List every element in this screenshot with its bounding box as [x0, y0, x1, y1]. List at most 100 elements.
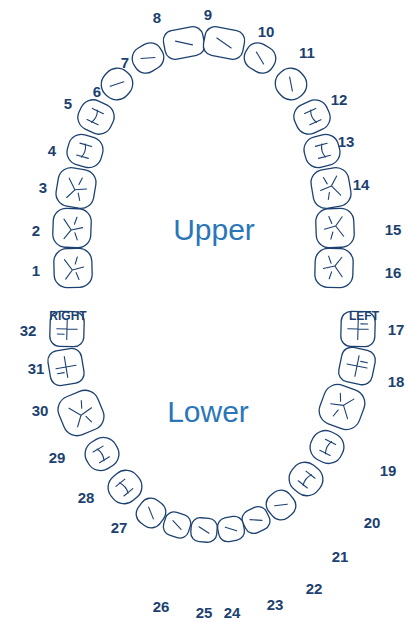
tooth-number: 7: [121, 55, 129, 70]
tooth-number: 2: [32, 223, 40, 238]
tooth-groove: [68, 398, 96, 428]
tooth-crown: [240, 38, 281, 77]
tooth-outline: [190, 517, 218, 543]
tooth-outline: [315, 248, 354, 288]
tooth-number: 5: [64, 96, 72, 111]
tooth-number: 13: [338, 134, 355, 149]
tooth-groove: [64, 257, 84, 280]
tooth-outline: [54, 248, 93, 288]
tooth-groove: [215, 38, 232, 48]
tooth-outline: [309, 166, 353, 211]
tooth-number: 9: [204, 7, 212, 22]
tooth-groove: [63, 217, 83, 240]
tooth-crown: [216, 515, 246, 543]
tooth-crown: [315, 208, 354, 248]
tooth-groove: [284, 77, 298, 91]
tooth-groove: [145, 507, 158, 519]
tooth-number: 18: [388, 374, 405, 389]
tooth-groove: [345, 354, 369, 379]
tooth-crown: [337, 345, 377, 386]
tooth-crown: [190, 517, 218, 543]
tooth-outline: [128, 38, 169, 77]
tooth-number: 10: [258, 24, 275, 39]
tooth-groove: [319, 175, 342, 200]
tooth-groove: [225, 525, 236, 533]
tooth-number: 25: [196, 605, 213, 620]
tooth-number: 26: [153, 599, 170, 614]
tooth-crown: [74, 95, 119, 138]
tooth-groove: [54, 355, 78, 379]
tooth-number: 24: [224, 605, 241, 620]
tooth-number: 22: [306, 581, 323, 596]
tooth-number: 16: [385, 265, 402, 280]
tooth-groove: [315, 143, 330, 159]
tooth-number: 19: [380, 463, 397, 478]
tooth-groove: [93, 446, 110, 464]
tooth-number: 28: [78, 490, 95, 505]
tooth-number: 3: [39, 180, 47, 195]
tooth-crown: [54, 248, 93, 288]
tooth-outline: [202, 25, 247, 61]
tooth-outline: [269, 62, 312, 105]
tooth-crown: [102, 465, 147, 510]
tooth-groove: [323, 256, 343, 279]
tooth-crown: [269, 62, 312, 105]
tooth-crown: [80, 432, 124, 476]
tooth-outline: [132, 494, 170, 533]
tooth-groove: [171, 521, 183, 530]
tooth-groove: [275, 499, 288, 511]
tooth-number: 32: [20, 323, 37, 338]
tooth-number: 23: [267, 597, 284, 612]
tooth-outline: [102, 465, 147, 510]
tooth-number: 4: [48, 143, 56, 158]
arch-label: Lower: [167, 397, 249, 427]
tooth-groove: [175, 38, 192, 48]
tooth-number: 20: [364, 515, 381, 530]
tooth-crown: [305, 426, 348, 468]
tooth-number: 12: [331, 92, 348, 107]
tooth-number: 17: [388, 322, 405, 337]
tooth-groove: [250, 515, 262, 525]
arch-label: Upper: [173, 215, 255, 245]
tooth-outline: [80, 432, 124, 476]
tooth-groove: [76, 143, 91, 159]
tooth-crown: [202, 25, 247, 61]
tooth-number: 14: [353, 177, 370, 192]
tooth-crown: [162, 25, 207, 61]
tooth-crown: [309, 166, 353, 211]
tooth-number: 29: [49, 450, 66, 465]
tooth-number: 27: [111, 520, 128, 535]
tooth-groove: [253, 52, 267, 64]
tooth-outline: [54, 166, 98, 211]
tooth-groove: [66, 176, 89, 201]
tooth-crown: [54, 386, 108, 440]
tooth-outline: [301, 132, 343, 171]
tooth-outline: [52, 208, 91, 248]
tooth-outline: [64, 131, 106, 170]
tooth-crown: [64, 131, 106, 170]
tooth-groove: [327, 391, 355, 421]
tooth-outline: [240, 38, 281, 77]
tooth-crown: [301, 132, 343, 171]
tooth-groove: [199, 527, 210, 534]
tooth-outline: [216, 515, 246, 543]
tooth-outline: [74, 95, 119, 138]
tooth-groove: [324, 216, 344, 239]
tooth-crown: [315, 380, 369, 433]
tooth-groove: [116, 479, 134, 497]
tooth-outline: [46, 347, 85, 387]
tooth-number: 31: [28, 361, 45, 376]
tooth-outline: [162, 25, 207, 61]
side-label: RIGHT: [49, 310, 86, 322]
tooth-groove: [298, 471, 316, 489]
tooth-groove: [110, 77, 124, 91]
tooth-number: 30: [32, 403, 49, 418]
tooth-crown: [46, 347, 85, 387]
tooth-crown: [315, 248, 354, 288]
side-label: LEFT: [349, 310, 379, 322]
tooth-outline: [315, 208, 354, 248]
tooth-number: 21: [332, 549, 349, 564]
tooth-number: 11: [299, 45, 315, 60]
tooth-outline: [337, 345, 377, 386]
